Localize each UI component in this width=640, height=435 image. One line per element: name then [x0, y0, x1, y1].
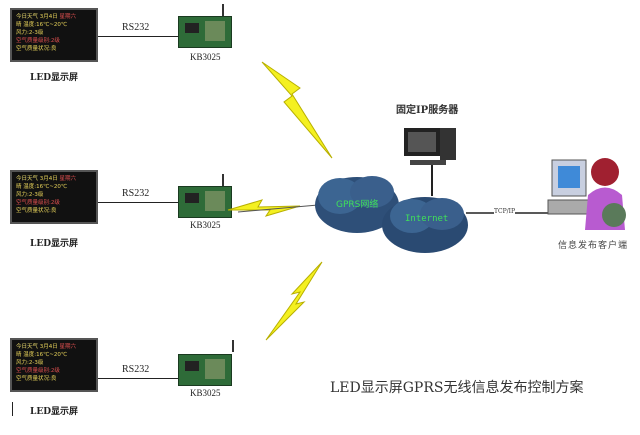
led-text: 今日天气 — [16, 344, 39, 350]
led-text: 3月4日 — [39, 14, 58, 20]
module-label: KB3025 — [190, 388, 221, 398]
led-text: 今日天气 — [16, 176, 39, 182]
led-text: 3月4日 — [39, 344, 58, 350]
client-label: 信息发布客户端 — [558, 241, 629, 251]
rs232-link — [98, 202, 178, 203]
link-label: RS232 — [122, 364, 150, 375]
led-display: 今日天气 3月4日 星期六 晴 温度:16℃~20℃ 风力:2-3级 空气质量级… — [10, 8, 98, 62]
lightning-icon — [227, 199, 301, 217]
led-text: 风力:2-3级 — [16, 30, 44, 36]
internet-cloud — [382, 197, 468, 253]
led-text: 晴 温度:16℃~20℃ — [16, 22, 68, 28]
led-text: 3月4日 — [39, 176, 58, 182]
client-user-icon — [547, 158, 626, 230]
led-text: 今日天气 — [16, 14, 39, 20]
led-text: 星期六 — [59, 344, 77, 350]
led-text: 空气质量状况:良 — [16, 46, 57, 52]
row-2: 今日天气 3月4日 星期六 晴 温度:16℃~20℃ 风力:2-3级 空气质量级… — [0, 162, 250, 252]
led-text: 星期六 — [59, 14, 77, 20]
rs232-link — [98, 378, 178, 379]
led-display: 今日天气 3月4日 星期六 晴 温度:16℃~20℃ 风力:2-3级 空气质量级… — [10, 338, 98, 392]
rs232-link — [98, 36, 178, 37]
module-label: KB3025 — [190, 220, 221, 230]
display-label: LED显示屏 — [30, 407, 78, 417]
internet-cloud-label: Internet — [405, 214, 449, 224]
led-text: 风力:2-3级 — [16, 192, 44, 198]
lightning-icon — [261, 61, 333, 159]
server-label: 固定IP服务器 — [396, 105, 459, 116]
module-label: KB3025 — [190, 52, 221, 62]
led-text: 空气质量状况:良 — [16, 376, 57, 382]
led-text: 空气质量级别:2级 — [16, 200, 60, 206]
antenna-icon — [232, 340, 234, 352]
server-computer-icon — [404, 128, 456, 165]
led-text: 空气质量级别:2级 — [16, 368, 60, 374]
antenna-icon — [222, 4, 224, 16]
row-3: 今日天气 3月4日 星期六 晴 温度:16℃~20℃ 风力:2-3级 空气质量级… — [0, 330, 250, 430]
diagram-caption: LED显示屏GPRS无线信息发布控制方案 — [330, 380, 584, 396]
display-label: LED显示屏 — [30, 239, 78, 249]
divider — [12, 402, 13, 416]
link-label: RS232 — [122, 188, 150, 199]
gprs-cloud-label: GPRS网络 — [336, 200, 379, 210]
led-text: 空气质量级别:2级 — [16, 38, 60, 44]
tcp-ip-label: TCP/IP — [494, 208, 516, 215]
kb3025-module — [178, 354, 232, 386]
led-text: 晴 温度:16℃~20℃ — [16, 184, 68, 190]
link-label: RS232 — [122, 22, 150, 33]
kb3025-module — [178, 16, 232, 48]
led-text: 星期六 — [59, 176, 77, 182]
led-text: 风力:2-3级 — [16, 360, 44, 366]
display-label: LED显示屏 — [30, 73, 78, 83]
row-1: 今日天气 3月4日 星期六 晴 温度:16℃~20℃ 风力:2-3级 空气质量级… — [0, 0, 250, 90]
led-text: 晴 温度:16℃~20℃ — [16, 352, 68, 358]
led-display: 今日天气 3月4日 星期六 晴 温度:16℃~20℃ 风力:2-3级 空气质量级… — [10, 170, 98, 224]
led-text: 空气质量状况:良 — [16, 208, 57, 214]
lightning-icon — [265, 261, 323, 341]
antenna-icon — [222, 174, 224, 186]
gprs-cloud — [315, 176, 399, 233]
kb3025-module — [178, 186, 232, 218]
